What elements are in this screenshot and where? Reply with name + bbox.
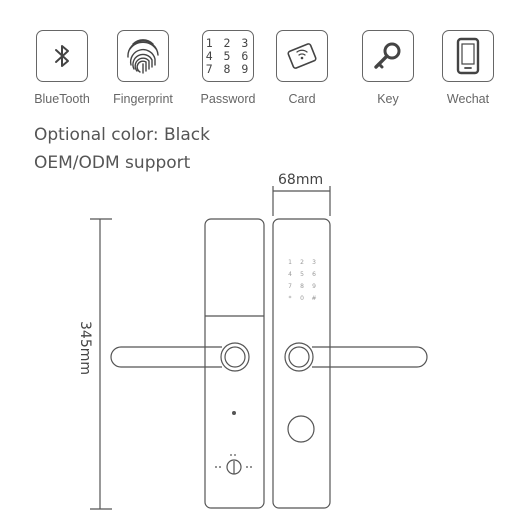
indicator-dot xyxy=(232,411,236,415)
keypad-digit: 7 xyxy=(288,283,292,290)
keypad-digit: 1 xyxy=(288,259,292,266)
keypad-digit: 6 xyxy=(312,271,316,278)
feature-label: Key xyxy=(377,92,399,106)
front-handle-rose-inner xyxy=(288,346,310,368)
keypad-digit: 4 xyxy=(288,271,292,278)
keypad-row: 7 8 9 xyxy=(205,61,251,76)
keypad-digit: # xyxy=(311,295,316,302)
keypad-digit: 9 xyxy=(312,283,316,290)
back-handle-rose xyxy=(220,342,250,372)
front-panel xyxy=(272,218,331,509)
keypad-digit: 2 xyxy=(300,259,304,266)
keypad-icon: 1 2 3 4 5 6 7 8 9 xyxy=(202,30,254,82)
feature-password: 1 2 3 4 5 6 7 8 9 Password xyxy=(193,30,263,106)
feature-label: BlueTooth xyxy=(34,92,90,106)
feature-label: Wechat xyxy=(446,92,490,106)
keypad-digit: 0 xyxy=(300,295,304,302)
back-handle-rose-inner xyxy=(224,346,246,368)
keypad-digit: * xyxy=(289,295,292,302)
keypad-digit: 5 xyxy=(300,271,304,278)
fingerprint-sensor xyxy=(287,415,315,443)
back-panel xyxy=(204,218,265,509)
height-dimension-label: 345mm xyxy=(77,321,93,375)
feature-bluetooth: BlueTooth xyxy=(27,30,97,106)
back-handle-lever xyxy=(110,346,222,368)
bluetooth-icon xyxy=(36,30,88,82)
lock-keypad: 1 2 3 4 5 6 7 8 9 * 0 # xyxy=(288,259,316,302)
keypad-row: 1 2 3 xyxy=(205,35,251,50)
cylinder-mark xyxy=(230,454,232,456)
oem-support-text: OEM/ODM support xyxy=(34,153,191,173)
feature-label: Password xyxy=(200,92,256,106)
front-handle-lever xyxy=(312,346,428,368)
front-handle-rose xyxy=(284,342,314,372)
cylinder-mark xyxy=(234,454,236,456)
feature-key: Key xyxy=(353,30,423,106)
feature-fingerprint: Fingerprint xyxy=(108,30,178,106)
keypad-row: 4 5 6 xyxy=(205,48,251,63)
feature-label: Fingerprint xyxy=(113,92,173,106)
feature-card: Card xyxy=(267,30,337,106)
keypad-digit: 8 xyxy=(300,283,304,290)
feature-wechat: Wechat xyxy=(433,30,503,106)
width-dimension-label: 68mm xyxy=(278,172,324,188)
card-icon xyxy=(276,30,328,82)
phone-icon xyxy=(442,30,494,82)
feature-label: Card xyxy=(288,92,316,106)
color-option-text: Optional color: Black xyxy=(34,125,210,145)
keypad-digit: 3 xyxy=(312,259,316,266)
key-icon xyxy=(362,30,414,82)
fingerprint-icon xyxy=(117,30,169,82)
